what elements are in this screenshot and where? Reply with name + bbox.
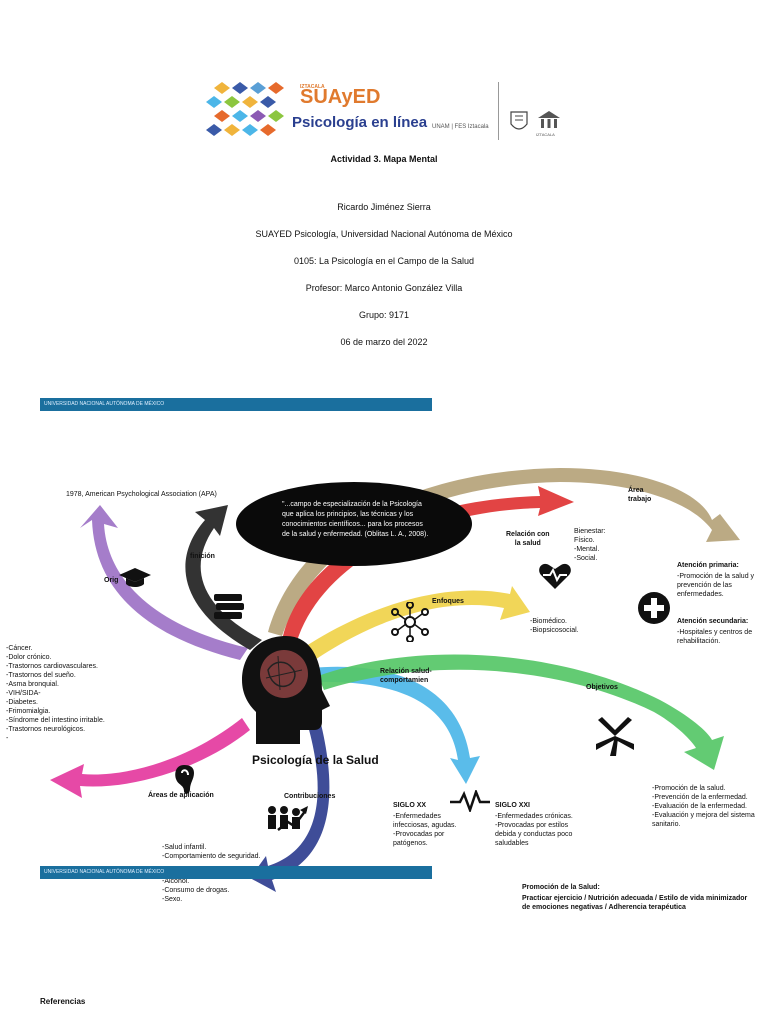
arrow-green	[318, 654, 724, 770]
siglo-xx-text: -Enfermedades infecciosas, agudas. -Prov…	[393, 813, 457, 847]
definicion-label: finición	[190, 553, 215, 560]
apa-label: 1978, American Psychological Association…	[66, 491, 217, 498]
iztacala-temple-icon	[538, 111, 560, 128]
logo-sub: UNAM | FES Iztacala	[432, 124, 489, 130]
books-icon	[214, 594, 244, 619]
author: Ricardo Jiménez Sierra	[337, 202, 431, 212]
logo: IZTACALA SUAyED Psicología en línea UNAM…	[204, 80, 574, 142]
pulse-line-icon	[450, 790, 490, 812]
heart-pulse-icon	[539, 563, 571, 589]
program: SUAYED Psicología, Universidad Nacional …	[255, 229, 513, 239]
atencion-secundaria-text: -Hospitales y centros de rehabilitación.	[677, 629, 753, 645]
arrow-yellow	[300, 586, 530, 662]
referencias-heading: Referencias	[40, 997, 86, 1006]
atencion-primaria-title: Atención primaria:	[677, 562, 739, 569]
logo-brand-small: IZTACALA	[300, 84, 325, 90]
logo-mosaic-icon	[206, 82, 284, 136]
graduation-cap-icon	[119, 568, 151, 587]
medical-cross-icon	[638, 592, 670, 624]
siglo-xxi-title: SIGLO XXI	[495, 802, 531, 809]
objetivos-label: Objetivos	[586, 684, 618, 691]
hands-together-icon	[596, 717, 634, 756]
promocion-title: Promoción de la Salud:	[522, 884, 600, 891]
logo-brand: SUAyED	[300, 86, 381, 108]
origen-label: Orig	[104, 577, 119, 584]
logo-tagline: Psicología en línea	[292, 114, 428, 131]
atencion-primaria-text: -Promoción de la salud y prevención de l…	[677, 573, 755, 598]
contribuciones-list: -Salud infantil. -Comportamiento de segu…	[162, 844, 261, 860]
contribuciones-label: Contribuciones	[284, 793, 336, 800]
team-growth-icon	[268, 806, 308, 831]
group: Grupo: 9171	[358, 310, 410, 320]
logo-divider	[498, 82, 499, 140]
definition-text: "...campo de especialización de la Psico…	[282, 501, 429, 538]
siglo-xxi-text: -Enfermedades crónicas. -Provocadas por …	[495, 813, 573, 847]
promocion-text: Practicar ejercicio / Nutrición adecuada…	[522, 895, 748, 911]
relacion-salud-label: Relación con la salud	[506, 531, 550, 547]
bienestar-text: Bienestar: Físico. -Mental. -Social.	[574, 528, 606, 562]
areas-aplicacion-label: Áreas de aplicación	[148, 792, 214, 799]
contribuciones-list-2: -Alcohol. -Consumo de drogas. -Sexo.	[162, 878, 230, 903]
enfoques-list: -Biomédico. -Biopsicosocial.	[530, 618, 579, 634]
course: 0105: La Psicología en el Campo de la Sa…	[293, 256, 475, 266]
definition-bubble	[236, 482, 472, 566]
head-brain-icon	[242, 636, 330, 744]
logo-iztacala: IZTACALA	[536, 132, 555, 137]
page-title: Actividad 3. Mapa Mental	[330, 154, 438, 164]
arrow-purple	[80, 505, 248, 660]
central-topic: Psicología de la Salud	[252, 753, 379, 767]
arrow-magenta	[50, 718, 250, 798]
network-icon	[391, 602, 429, 642]
enfoques-label: Enfoques	[432, 598, 464, 605]
arrow-navy	[250, 720, 330, 892]
relacion-comportamiento-label: Relación salud- comportamien	[380, 668, 432, 684]
date: 06 de marzo del 2022	[340, 337, 428, 347]
arrow-black	[185, 505, 262, 650]
professor: Profesor: Marco Antonio González Villa	[305, 283, 463, 293]
enfermedades-list: -Cáncer. -Dolor crónico. -Trastornos car…	[6, 645, 105, 742]
areas-trabajo-label: Área trabajo	[628, 487, 652, 503]
atencion-secundaria-title: Atención secundaria:	[677, 618, 749, 625]
ear-icon	[175, 765, 194, 794]
objetivos-list: -Promoción de la salud. -Prevención de l…	[652, 785, 755, 828]
unam-strip-bottom: UNIVERSIDAD NACIONAL AUTÓNOMA DE MÉXICO	[40, 866, 432, 879]
siglo-xx-title: SIGLO XX	[393, 802, 427, 809]
unam-crest-icon	[510, 111, 528, 130]
unam-strip-top: UNIVERSIDAD NACIONAL AUTÓNOMA DE MÉXICO	[40, 398, 432, 411]
